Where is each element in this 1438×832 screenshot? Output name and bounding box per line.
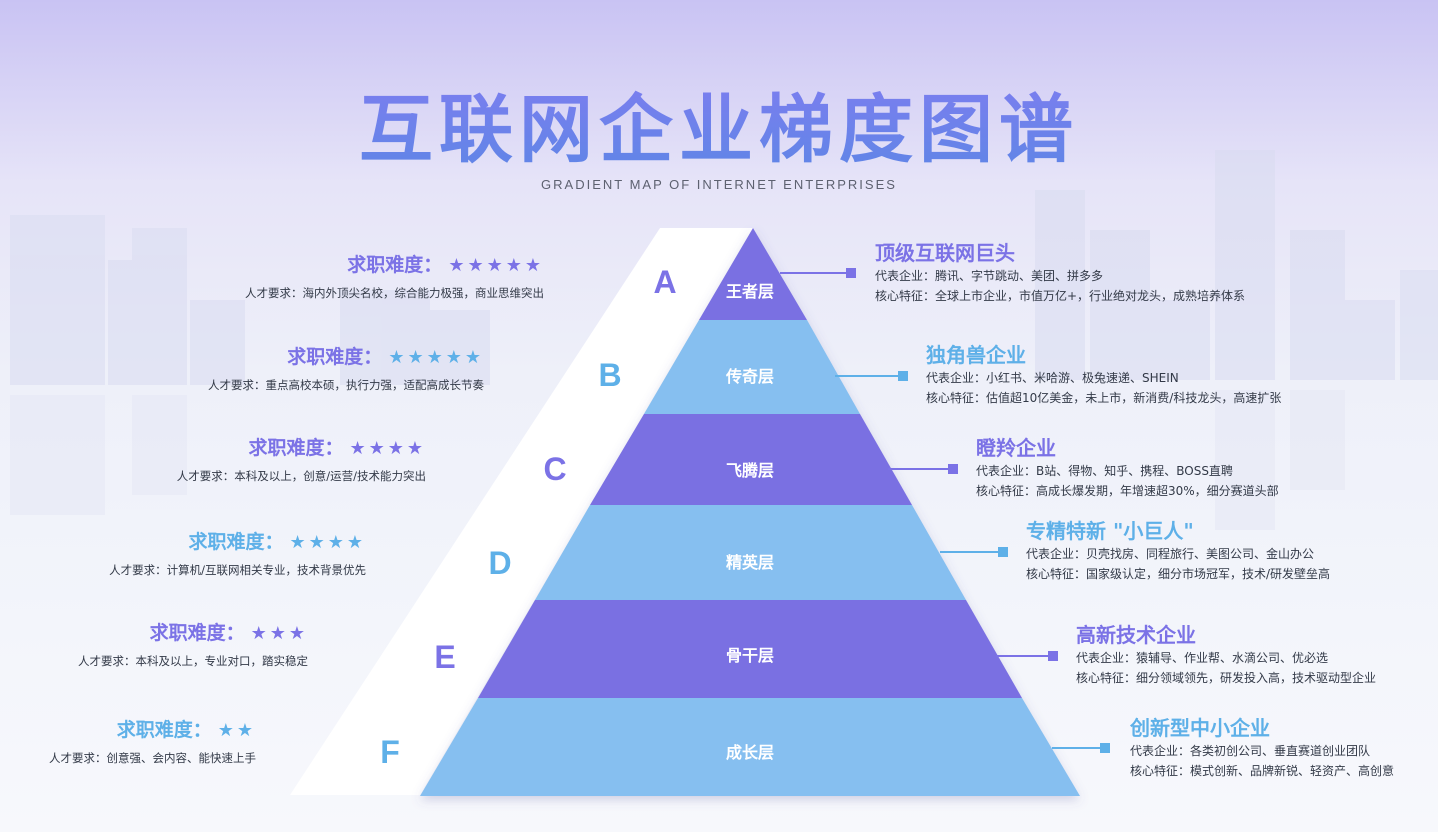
tier-f-star-rating: ★★ (217, 720, 256, 741)
tier-c-requirement: 人才要求：本科及以上，创意/运营/技术能力突出 (176, 469, 426, 483)
tier-b-features: 核心特征：估值超10亿美金，未上市，新消费/科技龙头，高速扩张 (926, 391, 1282, 405)
tier-f-name: 成长层 (726, 743, 774, 762)
pyramid-white-side (290, 228, 753, 795)
tier-e-features: 核心特征：细分领域领先，研发投入高，技术驱动型企业 (1076, 671, 1377, 685)
tier-d-connector-dot (998, 547, 1008, 557)
tier-e-representatives: 代表企业：猿辅导、作业帮、水滴公司、优必选 (1076, 651, 1329, 665)
tier-e-letter: E (434, 639, 455, 675)
tier-c-star-rating: ★★★★ (349, 438, 426, 459)
tier-d-enterprise-name: 专精特新 "小巨人" (1026, 519, 1194, 543)
tier-a-representatives: 代表企业：腾讯、字节跳动、美团、拼多多 (875, 269, 1104, 283)
tier-c-connector-dot (948, 464, 958, 474)
tier-c-enterprise-name: 瞪羚企业 (976, 436, 1056, 460)
tier-a-letter: A (653, 264, 676, 300)
tier-a-enterprise-block: 顶级互联网巨头 代表企业：腾讯、字节跳动、美团、拼多多 核心特征：全球上市企业，… (875, 240, 1245, 306)
tier-b-name: 传奇层 (725, 367, 774, 386)
tier-d-difficulty-label: 求职难度： (188, 531, 284, 553)
tier-d-representatives: 代表企业：贝壳找房、同程旅行、美图公司、金山办公 (1026, 547, 1315, 561)
tier-d-features: 核心特征：国家级认定，细分市场冠军，技术/研发壁垒高 (1026, 567, 1331, 581)
tier-d-difficulty: 求职难度：★★★★ (109, 529, 366, 556)
tier-d-requirement: 人才要求：计算机/互联网相关专业，技术背景优先 (109, 563, 366, 577)
tier-a-enterprise-name: 顶级互联网巨头 (875, 241, 1015, 265)
tier-d-enterprise-block: 专精特新 "小巨人" 代表企业：贝壳找房、同程旅行、美图公司、金山办公 核心特征… (1026, 518, 1330, 584)
tier-e-name: 骨干层 (726, 646, 774, 665)
tier-c-name: 飞腾层 (726, 461, 774, 480)
tier-a-difficulty-label: 求职难度： (347, 254, 443, 276)
tier-b-star-rating: ★★★★★ (388, 347, 484, 368)
tier-f-representatives: 代表企业：各类初创公司、垂直赛道创业团队 (1130, 744, 1371, 758)
tier-c-difficulty-block: 求职难度：★★★★ 人才要求：本科及以上，创意/运营/技术能力突出 (177, 435, 426, 486)
tier-e-difficulty: 求职难度：★★★ (78, 620, 308, 647)
tier-a-difficulty-block: 求职难度：★★★★★ 人才要求：海内外顶尖名校，综合能力极强，商业思维突出 (245, 252, 544, 303)
tier-a-band (699, 228, 807, 320)
tier-a-features: 核心特征：全球上市企业，市值万亿+，行业绝对龙头，成熟培养体系 (875, 289, 1246, 303)
tier-b-difficulty-label: 求职难度： (287, 346, 383, 368)
tier-a-star-rating: ★★★★★ (448, 255, 544, 276)
tier-b-band (644, 320, 860, 414)
tier-d-band (535, 505, 966, 600)
tier-d-name: 精英层 (726, 553, 774, 572)
tier-b-difficulty: 求职难度：★★★★★ (208, 344, 484, 371)
tier-f-enterprise-name: 创新型中小企业 (1130, 716, 1270, 740)
tier-c-letter: C (543, 451, 566, 487)
page-title: 互联网企业梯度图谱 (0, 70, 1438, 177)
tier-f-difficulty-block: 求职难度：★★ 人才要求：创意强、会内容、能快速上手 (49, 717, 256, 768)
tier-d-star-rating: ★★★★ (289, 532, 366, 553)
tier-b-enterprise-block: 独角兽企业 代表企业：小红书、米哈游、极兔速递、SHEIN 核心特征：估值超10… (926, 342, 1281, 408)
tier-f-requirement: 人才要求：创意强、会内容、能快速上手 (49, 751, 256, 765)
page-subtitle: GRADIENT MAP OF INTERNET ENTERPRISES (541, 177, 897, 192)
tier-a-difficulty: 求职难度：★★★★★ (245, 252, 544, 279)
tier-a-connector-dot (846, 268, 856, 278)
tier-b-enterprise-name: 独角兽企业 (926, 343, 1026, 367)
tier-f-connector-dot (1100, 743, 1110, 753)
tier-b-representatives: 代表企业：小红书、米哈游、极兔速递、SHEIN (926, 371, 1179, 385)
tier-c-difficulty-label: 求职难度： (248, 437, 344, 459)
tier-c-difficulty: 求职难度：★★★★ (177, 435, 426, 462)
tier-e-enterprise-block: 高新技术企业 代表企业：猿辅导、作业帮、水滴公司、优必选 核心特征：细分领域领先… (1076, 622, 1376, 688)
tier-f-band (420, 698, 1080, 796)
tier-f-enterprise-block: 创新型中小企业 代表企业：各类初创公司、垂直赛道创业团队 核心特征：模式创新、品… (1130, 715, 1394, 781)
tier-e-connector-dot (1048, 651, 1058, 661)
tier-f-features: 核心特征：模式创新、品牌新锐、轻资产、高创意 (1130, 764, 1395, 778)
tier-e-band (478, 600, 1022, 698)
tier-a-name: 王者层 (726, 282, 774, 301)
tier-e-enterprise-name: 高新技术企业 (1076, 623, 1196, 647)
tier-e-requirement: 人才要求：本科及以上，专业对口，踏实稳定 (78, 654, 308, 668)
tier-c-band (590, 414, 912, 505)
tier-e-difficulty-block: 求职难度：★★★ 人才要求：本科及以上，专业对口，踏实稳定 (78, 620, 308, 671)
tier-b-requirement: 人才要求：重点高校本硕，执行力强，适配高成长节奏 (208, 378, 484, 392)
tier-b-letter: B (598, 357, 621, 393)
tier-c-features: 核心特征：高成长爆发期，年增速超30%，细分赛道头部 (976, 484, 1279, 498)
tier-d-letter: D (488, 545, 511, 581)
tier-f-letter: F (380, 734, 400, 770)
tier-e-star-rating: ★★★ (250, 623, 308, 644)
tier-c-representatives: 代表企业：B站、得物、知乎、携程、BOSS直聘 (976, 464, 1233, 478)
tier-c-enterprise-block: 瞪羚企业 代表企业：B站、得物、知乎、携程、BOSS直聘 核心特征：高成长爆发期… (976, 435, 1279, 501)
tier-f-difficulty-label: 求职难度： (116, 719, 212, 741)
tier-b-difficulty-block: 求职难度：★★★★★ 人才要求：重点高校本硕，执行力强，适配高成长节奏 (208, 344, 484, 395)
tier-a-requirement: 人才要求：海内外顶尖名校，综合能力极强，商业思维突出 (245, 286, 544, 300)
tier-e-difficulty-label: 求职难度： (149, 622, 245, 644)
tier-b-connector-dot (898, 371, 908, 381)
tier-f-difficulty: 求职难度：★★ (49, 717, 256, 744)
tier-d-difficulty-block: 求职难度：★★★★ 人才要求：计算机/互联网相关专业，技术背景优先 (109, 529, 366, 580)
